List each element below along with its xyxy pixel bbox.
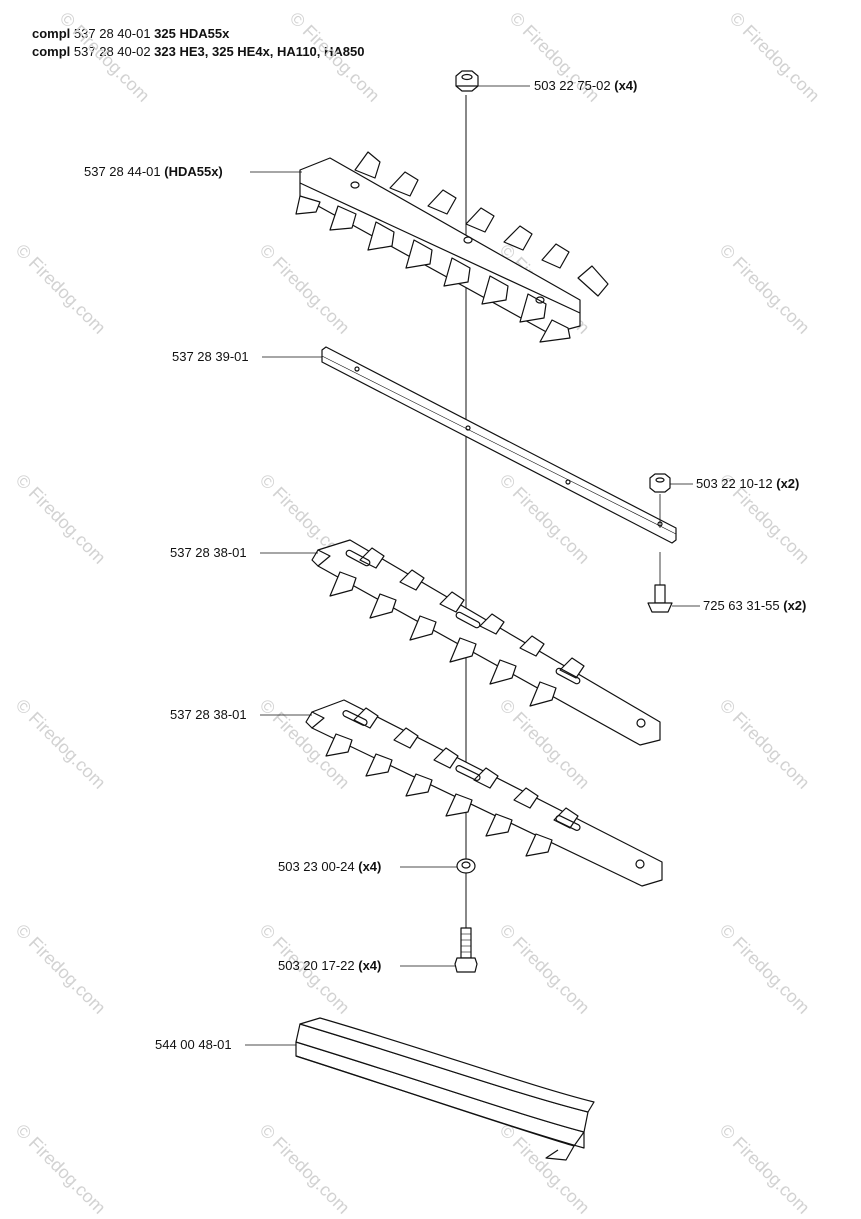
header-line-2: compl 537 28 40-02 323 HE3, 325 HE4x, HA… [32, 44, 365, 59]
part-label-screw-flat: 725 63 31-55 (x2) [703, 598, 807, 613]
part-label-blade-lower: 537 28 38-01 [170, 707, 247, 722]
part-label-guide-bar: 537 28 39-01 [172, 349, 249, 364]
guide-bar-part [321, 346, 677, 544]
part-label-blade-upper: 537 28 38-01 [170, 545, 247, 560]
blade-cover-part [295, 1017, 595, 1161]
bolt-part [454, 927, 478, 973]
part-label-blade-cover: 544 00 48-01 [155, 1037, 232, 1052]
part-label-lock-nut: 503 22 10-12 (x2) [696, 476, 800, 491]
part-label-bolt: 503 20 17-22 (x4) [278, 958, 382, 973]
flange-nut-part [455, 70, 479, 92]
countersunk-screw-part [647, 552, 673, 613]
cutting-blade-upper-part [311, 539, 661, 746]
part-label-blade-guard: 537 28 44-01 (HDA55x) [84, 164, 223, 179]
part-label-nut-top: 503 22 75-02 (x4) [534, 78, 638, 93]
part-label-washer: 503 23 00-24 (x4) [278, 859, 382, 874]
cutting-blade-lower-part [305, 699, 663, 887]
washer-part [456, 858, 476, 874]
header-line-1: compl 537 28 40-01 325 HDA55x [32, 26, 230, 41]
blade-guard-part [295, 151, 609, 343]
lock-nut-part [649, 473, 671, 493]
